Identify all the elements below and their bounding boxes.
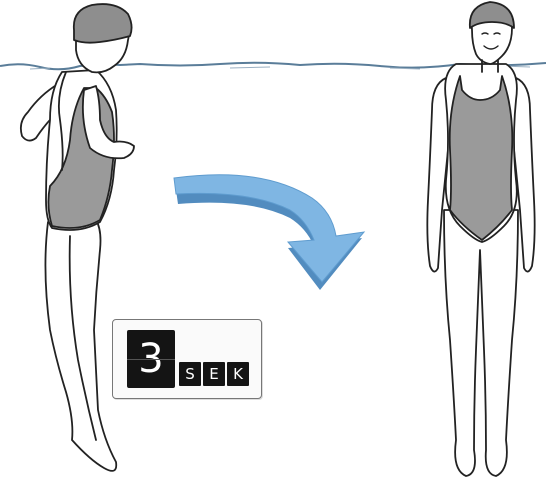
timer-unit-letter: K	[227, 362, 249, 386]
swimmer-right-legs	[444, 210, 518, 476]
swimmer-left-cap	[74, 4, 132, 43]
timer-unit-label: S E K	[179, 362, 249, 386]
swimmer-left	[21, 4, 134, 471]
swimmer-right-swimsuit	[450, 76, 513, 240]
transition-arrow-body	[174, 175, 364, 282]
timer-card: 3 S E K	[112, 319, 262, 399]
transition-arrow	[174, 175, 364, 290]
timer-digit: 3	[127, 330, 175, 388]
timer-unit-letter: S	[179, 362, 201, 386]
swimmer-right	[427, 2, 534, 476]
swimmer-left-legs	[45, 220, 116, 471]
timer-unit-letter: E	[203, 362, 225, 386]
